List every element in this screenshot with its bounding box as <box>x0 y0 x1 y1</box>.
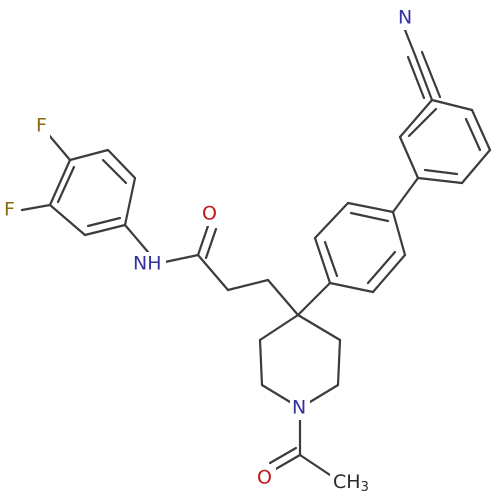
label-background <box>34 114 50 138</box>
bond <box>398 98 434 139</box>
fluorine-label: F <box>4 199 15 221</box>
bond <box>366 250 397 285</box>
bond <box>416 176 464 185</box>
bond <box>420 50 442 99</box>
bond <box>313 201 350 240</box>
bond <box>272 453 302 472</box>
label-background <box>290 396 310 420</box>
bond <box>20 203 52 212</box>
bond <box>204 227 218 260</box>
label-background <box>330 468 374 494</box>
bond <box>123 176 137 227</box>
acetyl-oxygen-label: O <box>257 467 272 489</box>
bond <box>460 148 492 185</box>
label-background <box>396 6 416 30</box>
methyl-label: CH3 <box>333 471 369 495</box>
bond <box>260 383 292 404</box>
bond <box>226 278 270 292</box>
bond <box>83 223 127 237</box>
bond <box>196 253 230 292</box>
bond <box>268 446 298 465</box>
bond <box>48 158 72 207</box>
methyl-subscript: 3 <box>361 480 369 495</box>
piperidine-nitrogen-label: N <box>292 397 306 419</box>
bond <box>391 176 420 214</box>
bond <box>123 223 150 254</box>
bond <box>308 383 340 404</box>
nitrile-nitrogen-label: N <box>398 7 412 29</box>
bond <box>349 211 390 223</box>
bond <box>101 158 128 185</box>
bond <box>46 132 72 162</box>
bond <box>398 135 420 180</box>
label-background <box>2 198 18 222</box>
bond <box>430 98 474 112</box>
bond <box>163 253 200 264</box>
bond <box>196 224 210 257</box>
bond <box>464 117 482 152</box>
bond <box>86 216 122 228</box>
label-background <box>256 466 276 490</box>
bond <box>336 338 342 387</box>
bond <box>328 281 375 294</box>
atom-labels: N F F NH O N O CH3 <box>2 6 416 495</box>
bond <box>346 201 395 214</box>
amide-oxygen-label: O <box>202 203 217 225</box>
bond <box>407 107 438 138</box>
bond <box>68 148 110 162</box>
bond <box>391 210 407 257</box>
bond <box>48 203 87 237</box>
bond <box>266 278 300 317</box>
bond <box>258 313 300 342</box>
bond <box>258 338 264 387</box>
methyl-ch: CH <box>333 471 361 493</box>
bond <box>296 313 342 342</box>
amide-nh-label: NH <box>133 253 162 275</box>
bond <box>106 148 137 180</box>
bond <box>313 236 332 285</box>
bond <box>296 281 332 317</box>
bond <box>470 108 492 152</box>
label-background <box>132 252 166 276</box>
bond <box>298 453 332 477</box>
bond <box>403 28 417 57</box>
fluorine-label: F <box>36 115 47 137</box>
bond <box>323 240 339 278</box>
bond <box>423 168 459 176</box>
bonds <box>20 28 492 477</box>
label-background <box>201 202 221 226</box>
bond <box>413 53 434 102</box>
bond <box>371 253 407 294</box>
bond <box>406 55 426 100</box>
bond <box>56 165 76 204</box>
